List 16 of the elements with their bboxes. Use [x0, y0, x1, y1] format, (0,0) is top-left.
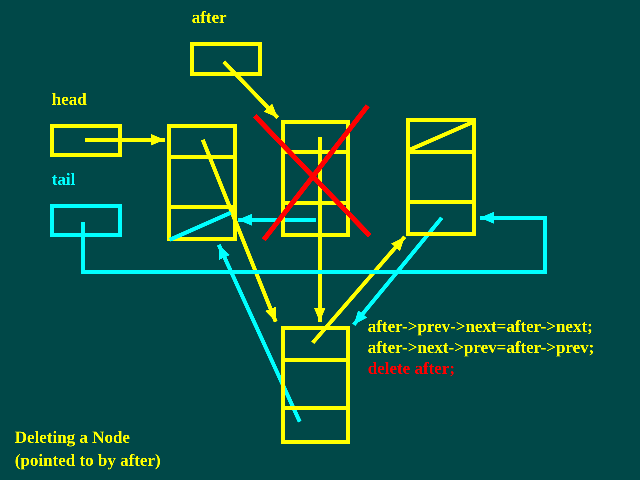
arrow	[311, 236, 407, 344]
variable-name: after	[192, 8, 227, 28]
arrow	[314, 137, 326, 322]
arrow	[85, 134, 165, 146]
arrow	[217, 244, 302, 423]
arrow	[352, 216, 444, 326]
variable-name: tail	[52, 170, 76, 190]
code-line: delete after;	[368, 360, 456, 379]
arrow	[201, 139, 278, 323]
arrow	[222, 60, 280, 120]
code-line: after->next->prev=after->prev;	[368, 339, 595, 358]
arrow	[238, 214, 316, 226]
diagram-title: Deleting a Node (pointed to by after)	[15, 427, 162, 472]
arrow	[81, 212, 547, 274]
variable-name: head	[52, 90, 87, 110]
code-line: after->prev->next=after->next;	[368, 318, 594, 337]
